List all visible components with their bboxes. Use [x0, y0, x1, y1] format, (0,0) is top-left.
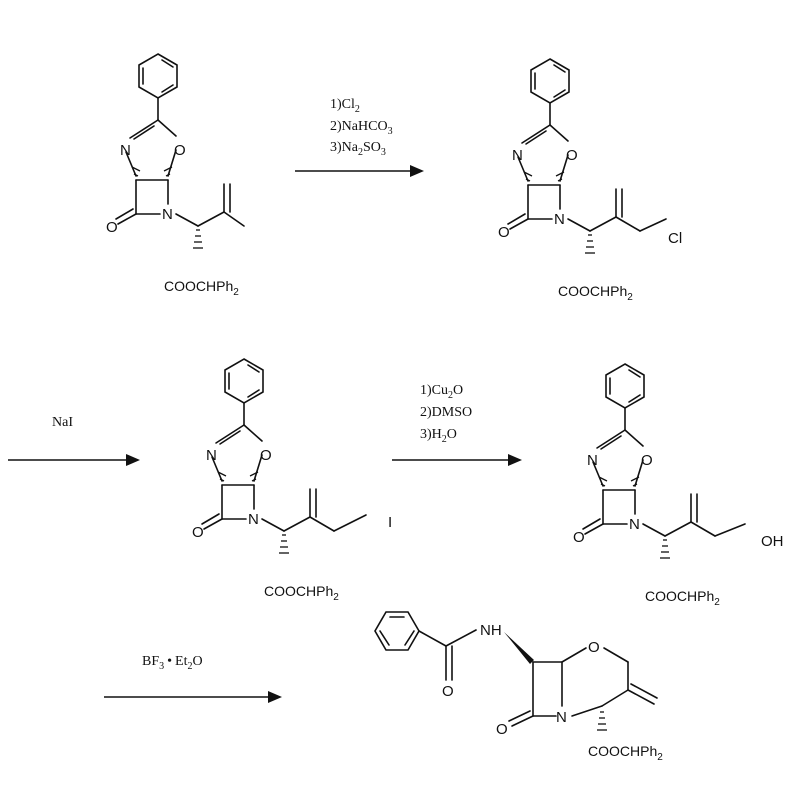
condition-line-2: 2)NaHCO3 [330, 119, 393, 137]
condition-line-3: 3)Na2SO3 [330, 140, 386, 158]
atom-o-label: O [641, 452, 653, 469]
atom-cl-label: Cl [668, 230, 682, 247]
atom-n-label: N [206, 447, 217, 464]
condition-bf3-etherate: BF3•Et2O [142, 654, 203, 672]
atom-n-label: N [587, 452, 598, 469]
lactam-o-label: O [496, 721, 508, 738]
reaction-arrow-2 [8, 454, 140, 466]
atom-carbonyl-o-label: O [573, 529, 585, 546]
conditions-step-1: 1)Cl2 2)NaHCO3 3)Na2SO3 [330, 97, 393, 158]
condition-line-1: 1)Cl2 [330, 97, 360, 115]
atom-lactam-n-label: N [554, 211, 565, 228]
atom-n-label: N [120, 142, 131, 159]
reaction-arrow-3 [392, 454, 522, 466]
condition-nai: NaI [52, 415, 73, 430]
lactam-n-label: N [556, 709, 567, 726]
atom-carbonyl-o-label: O [192, 524, 204, 541]
amide-n-label: NH [480, 622, 502, 639]
atom-o-label: O [566, 147, 578, 164]
molecule-4-allyl-alcohol: N O O N OH COOCHPh2 [573, 363, 784, 608]
molecule-3-allyl-iodide: N O O N I COOCHPh2 [192, 358, 392, 603]
ester-group-label: COOCHPh2 [558, 283, 633, 303]
atom-lactam-n-label: N [162, 206, 173, 223]
atom-n-label: N [512, 147, 523, 164]
molecule-5-oxacephem-product: O NH O N O COOCHPh2 [374, 611, 663, 763]
atom-o-label: O [260, 447, 272, 464]
ring-o-label: O [588, 639, 600, 656]
ester-group-label: COOCHPh2 [645, 588, 720, 608]
atom-oh-label: OH [761, 533, 784, 550]
reaction-arrow-1 [295, 165, 424, 177]
amide-o-label: O [442, 683, 454, 700]
atom-lactam-n-label: N [629, 516, 640, 533]
atom-i-label: I [388, 514, 392, 531]
atom-carbonyl-o-label: O [106, 219, 118, 236]
atom-o-label: O [174, 142, 186, 159]
ester-group-label: COOCHPh2 [264, 583, 339, 603]
molecule-1-starting-material: N O O N COOCHPh2 [106, 53, 245, 298]
ester-group-label: COOCHPh2 [164, 278, 239, 298]
condition-line-3: 3)H2O [420, 427, 457, 445]
conditions-step-3: 1)Cu2O 2)DMSO 3)H2O [420, 383, 472, 445]
molecule-2-allyl-chloride: N O O N Cl COOCHPh2 [498, 58, 682, 303]
atom-lactam-n-label: N [248, 511, 259, 528]
condition-line-1: 1)Cu2O [420, 383, 463, 401]
ester-group-label: COOCHPh2 [588, 743, 663, 763]
condition-line-2: 2)DMSO [420, 405, 472, 420]
reaction-arrow-4 [104, 691, 282, 703]
atom-carbonyl-o-label: O [498, 224, 510, 241]
